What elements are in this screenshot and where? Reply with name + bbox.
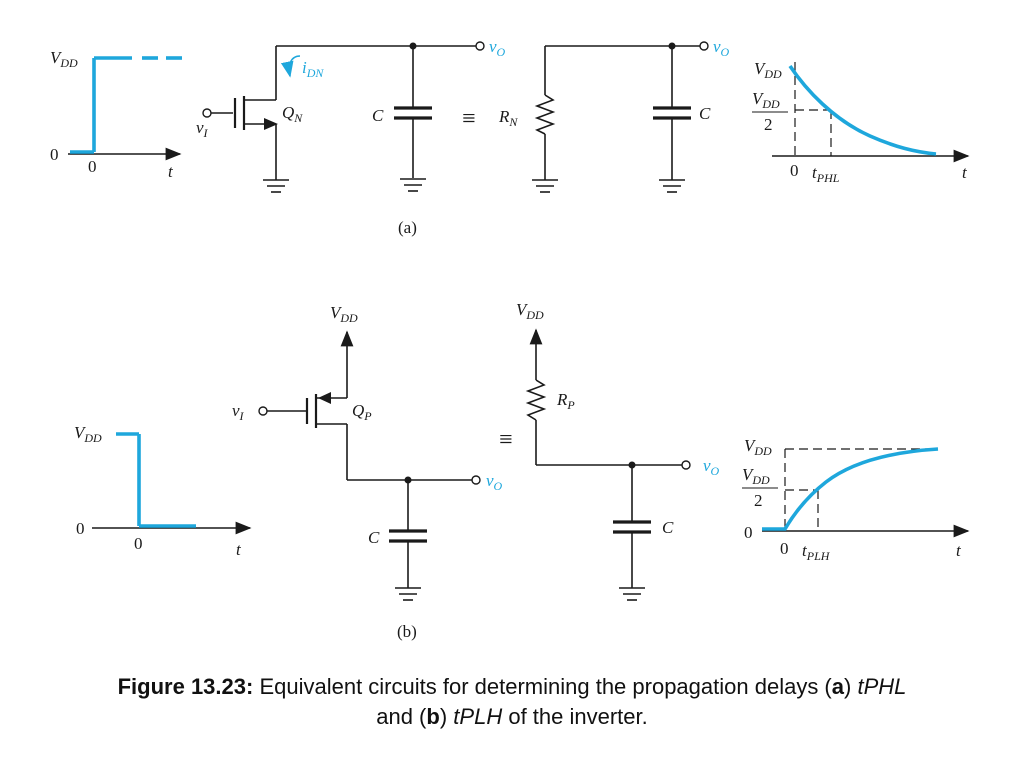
ground-icon xyxy=(400,178,426,192)
zero-time-label: 0 xyxy=(88,157,97,176)
c-label: C xyxy=(662,518,674,537)
vi-label: vI xyxy=(196,118,209,140)
vi-label: vI xyxy=(232,401,245,423)
figure-number: Figure 13.23: xyxy=(117,674,254,699)
half-denominator: 2 xyxy=(754,491,763,510)
panel-a-label: (a) xyxy=(398,218,417,237)
zero-level-label: 0 xyxy=(744,523,753,542)
zero-level-label: 0 xyxy=(76,519,85,538)
vdd-label: VDD xyxy=(74,423,102,445)
vdd-half-label: VDD xyxy=(752,89,780,111)
vdd-label: VDD xyxy=(744,436,772,458)
current-arrow-icon xyxy=(280,55,301,78)
vo-label: vO xyxy=(703,456,720,478)
output-waveform-a: VDD VDD 2 0 tPHL t xyxy=(752,59,970,185)
tplh-label: tPLH xyxy=(802,541,831,563)
source-arrow xyxy=(318,392,331,404)
pmos-circuit: VDD vI QP C vO xyxy=(232,303,503,601)
zero-level-label: 0 xyxy=(50,145,59,164)
charge-curve xyxy=(762,447,939,531)
output-node xyxy=(475,41,485,51)
figure-diagram: VDD 0 0 t iDN xyxy=(50,37,970,641)
ground-icon xyxy=(659,179,685,193)
t-label: t xyxy=(962,163,968,182)
t-label: t xyxy=(956,541,962,560)
vdd-label: VDD xyxy=(516,300,544,322)
qp-label: QP xyxy=(352,401,372,423)
rn-equivalent-circuit: RN C vO xyxy=(498,37,730,193)
ground-icon xyxy=(263,179,289,193)
idn-label: iDN xyxy=(302,58,324,80)
discharge-curve xyxy=(788,65,937,156)
t-label: t xyxy=(236,540,242,559)
vdd-label: VDD xyxy=(330,303,358,325)
nmos-circuit: iDN QN vI C vO xyxy=(196,37,506,193)
resistor-rn xyxy=(534,94,556,135)
c-label: C xyxy=(699,104,711,123)
rp-label: RP xyxy=(556,390,575,412)
ground-icon xyxy=(395,587,421,601)
equivalent-symbol: ≡ xyxy=(499,427,513,453)
t-label: t xyxy=(168,162,174,181)
output-waveform-b: VDD VDD 2 0 0 tPLH t xyxy=(742,436,970,563)
ground-icon xyxy=(619,587,645,601)
vdd-label: VDD xyxy=(50,48,78,70)
tphl-label: tPHL xyxy=(812,163,840,185)
ground-icon xyxy=(532,179,558,193)
c-label: C xyxy=(372,106,384,125)
vdd-label: VDD xyxy=(754,59,782,81)
output-node xyxy=(681,460,691,470)
half-denominator: 2 xyxy=(764,115,773,134)
input-waveform-b: VDD 0 0 t xyxy=(74,423,252,559)
c-label: C xyxy=(368,528,380,547)
equivalent-symbol: ≡ xyxy=(462,106,476,132)
rn-label: RN xyxy=(498,107,518,129)
qn-label: QN xyxy=(282,103,303,125)
output-node xyxy=(471,475,481,485)
vdd-half-label: VDD xyxy=(742,465,770,487)
vo-label: vO xyxy=(713,37,730,59)
input-waveform-a: VDD 0 0 t xyxy=(50,48,182,181)
vo-label: vO xyxy=(489,37,506,59)
vo-label: vO xyxy=(486,471,503,493)
input-node xyxy=(202,108,212,118)
panel-b-label: (b) xyxy=(397,622,417,641)
rp-equivalent-circuit: VDD RP C vO xyxy=(516,300,720,601)
zero-time-label: 0 xyxy=(790,161,799,180)
figure-caption: Figure 13.23: Equivalent circuits for de… xyxy=(117,674,907,729)
source-arrow xyxy=(264,118,278,130)
resistor-rp xyxy=(525,379,547,421)
zero-time-label: 0 xyxy=(780,539,789,558)
input-node xyxy=(258,406,268,416)
output-node xyxy=(699,41,709,51)
zero-time-label: 0 xyxy=(134,534,143,553)
